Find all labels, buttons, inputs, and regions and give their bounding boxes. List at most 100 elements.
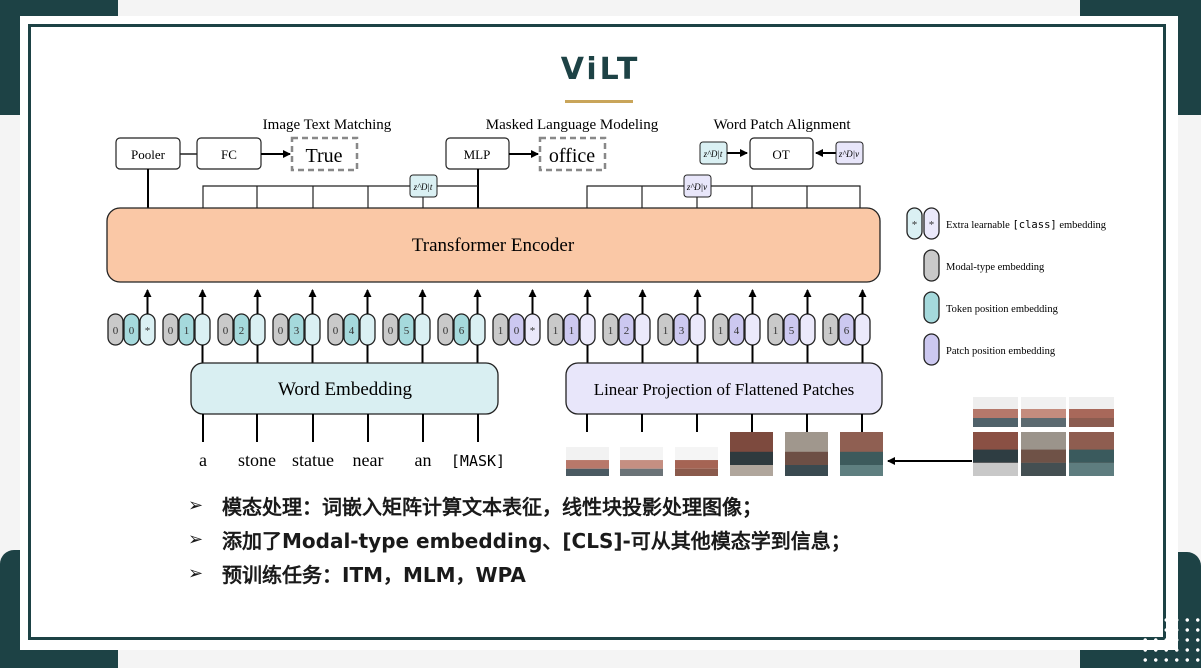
tile-band: [973, 409, 1018, 418]
bullet-item: ➢模态处理：词嵌入矩阵计算文本表征，线性块投影处理图像；: [188, 488, 851, 522]
image-position-embedding-label: 4: [734, 325, 740, 337]
text-position-embedding: [343, 313, 360, 346]
source-image-grid: [973, 397, 1114, 476]
mlm-output-label: office: [549, 145, 595, 167]
text-position-embedding-label: 3: [294, 325, 300, 337]
image-position-embedding: [673, 313, 690, 346]
text-position-embedding: [233, 313, 250, 346]
legend-item-class: * * Extra learnable [class] embedding: [906, 207, 1107, 240]
text-position-embedding-label: 4: [349, 325, 355, 337]
image-position-embedding: [838, 313, 855, 346]
image-patch: [620, 447, 663, 476]
modal-type-embedding: [492, 313, 509, 346]
text-token-embedding: [194, 313, 211, 346]
bullet-arrow-icon: ➢: [188, 528, 204, 550]
image-position-embedding: [618, 313, 635, 346]
itm-output-label: True: [305, 145, 342, 167]
bullet-arrow-icon: ➢: [188, 562, 204, 584]
slide-background: [20, 16, 1178, 650]
text-token-embedding: [414, 313, 431, 346]
text-token-embedding-label: *: [145, 325, 151, 337]
patch-band: [675, 460, 718, 469]
modal-type-embedding-label: 0: [113, 325, 119, 337]
patch-band: [620, 468, 663, 476]
legend-image-class-swatch-label: *: [929, 219, 935, 231]
encoder-zv-label: z^D|v: [686, 182, 707, 192]
legend: * * Extra learnable [class] embeddingModal…: [906, 207, 1107, 366]
encoder-zt-box: z^D|t: [409, 174, 438, 198]
image-position-embedding-label: 0: [514, 325, 520, 337]
input-word: a: [199, 450, 207, 470]
text-position-embedding: [178, 313, 195, 346]
legend-swatch: [923, 249, 940, 282]
modal-type-embedding: [437, 313, 454, 346]
patch-band: [840, 465, 883, 476]
input-word: [MASK]: [451, 452, 505, 470]
legend-image-class-swatch: [923, 207, 940, 240]
bullet-item: ➢预训练任务：ITM，MLM，WPA: [188, 556, 851, 590]
modal-type-embedding: [107, 313, 124, 346]
mlp-label: MLP: [464, 147, 491, 162]
slide-frame: [28, 24, 1166, 640]
modal-type-embedding-label: 1: [828, 325, 834, 337]
modal-type-embedding-label: 0: [443, 325, 449, 337]
legend-label: Extra learnable [class] embedding: [946, 219, 1107, 231]
patch-projection-label: Linear Projection of Flattened Patches: [594, 380, 855, 399]
word-embedding-block: Word Embedding: [190, 362, 499, 415]
text-position-embedding-label: 0: [129, 325, 135, 337]
text-position-embedding: [288, 313, 305, 346]
patch-projection-block: Linear Projection of Flattened Patches: [565, 362, 883, 415]
bullet-arrow-icon: ➢: [188, 494, 204, 516]
image-position-embedding-label: 1: [569, 325, 575, 337]
word-embedding-label: Word Embedding: [278, 379, 413, 400]
text-token-embedding: [249, 313, 266, 346]
source-image-tile: [1021, 432, 1066, 476]
text-position-embedding: [398, 313, 415, 346]
pooler-box: Pooler: [115, 137, 181, 170]
patch-band: [566, 460, 609, 469]
encoder-zv-box: z^D|v: [683, 174, 712, 198]
image-position-embedding-label: 6: [844, 325, 850, 337]
title-underline: [565, 100, 633, 103]
patch-band: [730, 451, 773, 465]
dot-pattern-decoration: [1140, 615, 1200, 668]
modal-type-embedding-label: 0: [223, 325, 229, 337]
transformer-encoder-block: Transformer Encoder: [106, 207, 881, 283]
text-position-embedding-label: 1: [184, 325, 190, 337]
text-position-embedding-label: 6: [459, 325, 465, 337]
image-patch: [675, 447, 718, 476]
modal-type-embedding: [822, 313, 839, 346]
modal-type-embedding: [162, 313, 179, 346]
input-word: statue: [292, 450, 334, 470]
pooler-label: Pooler: [131, 147, 166, 162]
modal-type-embedding-label: 1: [718, 325, 724, 337]
image-bracket-top: [586, 185, 861, 208]
wpa-zt-box: z^D|t: [699, 141, 728, 165]
legend-label: Modal-type embedding: [946, 262, 1045, 273]
patch-band: [675, 468, 718, 476]
text-position-embedding: [453, 313, 470, 346]
image-token-embedding: [744, 313, 761, 346]
text-token-embedding: [304, 313, 321, 346]
tile-band: [973, 418, 1018, 427]
itm-output-box: True: [290, 136, 359, 172]
tile-band: [1069, 418, 1114, 427]
text-position-embedding: [123, 313, 140, 346]
source-image-tile: [1069, 432, 1114, 476]
legend-swatch: [923, 291, 940, 324]
encoder-zt-label: z^D|t: [413, 182, 433, 192]
legend-text-class-swatch-label: *: [912, 219, 918, 231]
bullet-list: ➢模态处理：词嵌入矩阵计算文本表征，线性块投影处理图像； ➢添加了Modal-t…: [188, 488, 851, 590]
itm-head-title: Image Text Matching: [263, 117, 392, 133]
modal-type-embedding-label: 1: [608, 325, 614, 337]
fc-label: FC: [221, 147, 237, 162]
patch-band: [785, 451, 828, 465]
patch-band: [785, 465, 828, 476]
modal-type-embedding-label: 0: [388, 325, 394, 337]
image-token-embedding: [579, 313, 596, 346]
